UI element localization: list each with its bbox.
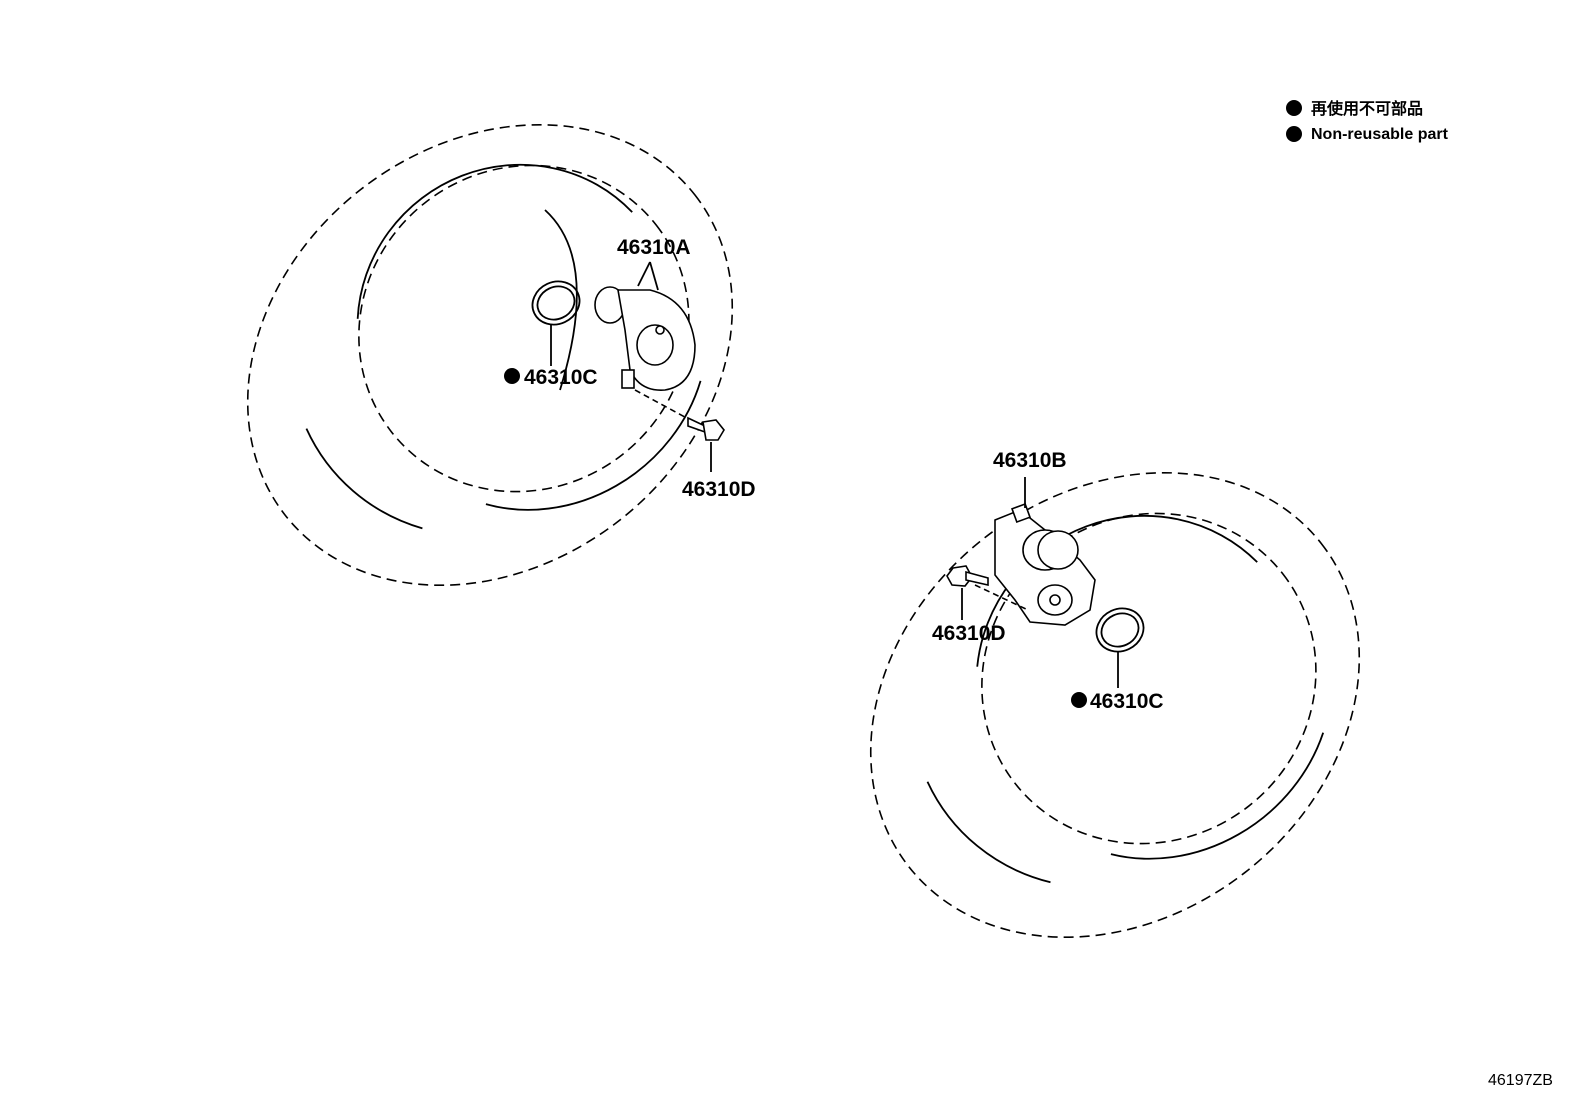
legend-label-en: Non-reusable part bbox=[1311, 126, 1449, 143]
tpms-sensor-left bbox=[594, 261, 696, 391]
legend-marker-1 bbox=[1286, 100, 1302, 116]
tire-right bbox=[869, 471, 1361, 939]
label-46310d-right: 46310D bbox=[932, 622, 1006, 645]
wheel-left bbox=[246, 123, 734, 587]
wheel-right bbox=[869, 471, 1361, 939]
bolt-right bbox=[946, 565, 1029, 620]
bolt-left bbox=[634, 389, 725, 472]
label-46310c-right: 46310C bbox=[1090, 690, 1164, 713]
label-46310d-left: 46310D bbox=[682, 478, 756, 501]
label-46310b: 46310B bbox=[993, 449, 1067, 472]
label-46310a: 46310A bbox=[617, 236, 691, 259]
label-46310c-left: 46310C bbox=[524, 366, 598, 389]
legend-label-jp: 再使用不可部品 bbox=[1311, 99, 1423, 118]
grommet-ring-right bbox=[1095, 607, 1145, 688]
non-reusable-marker-right bbox=[1071, 692, 1087, 708]
grommet-ring-left bbox=[531, 280, 581, 366]
tire-left bbox=[246, 123, 734, 587]
rim-edge bbox=[544, 209, 578, 391]
tpms-sensor-right bbox=[994, 477, 1096, 626]
legend: 再使用不可部品 Non-reusable part bbox=[1286, 99, 1449, 143]
non-reusable-marker-left bbox=[504, 368, 520, 384]
illustration-code: 46197ZB bbox=[1488, 1072, 1553, 1089]
legend-marker-2 bbox=[1286, 126, 1302, 142]
